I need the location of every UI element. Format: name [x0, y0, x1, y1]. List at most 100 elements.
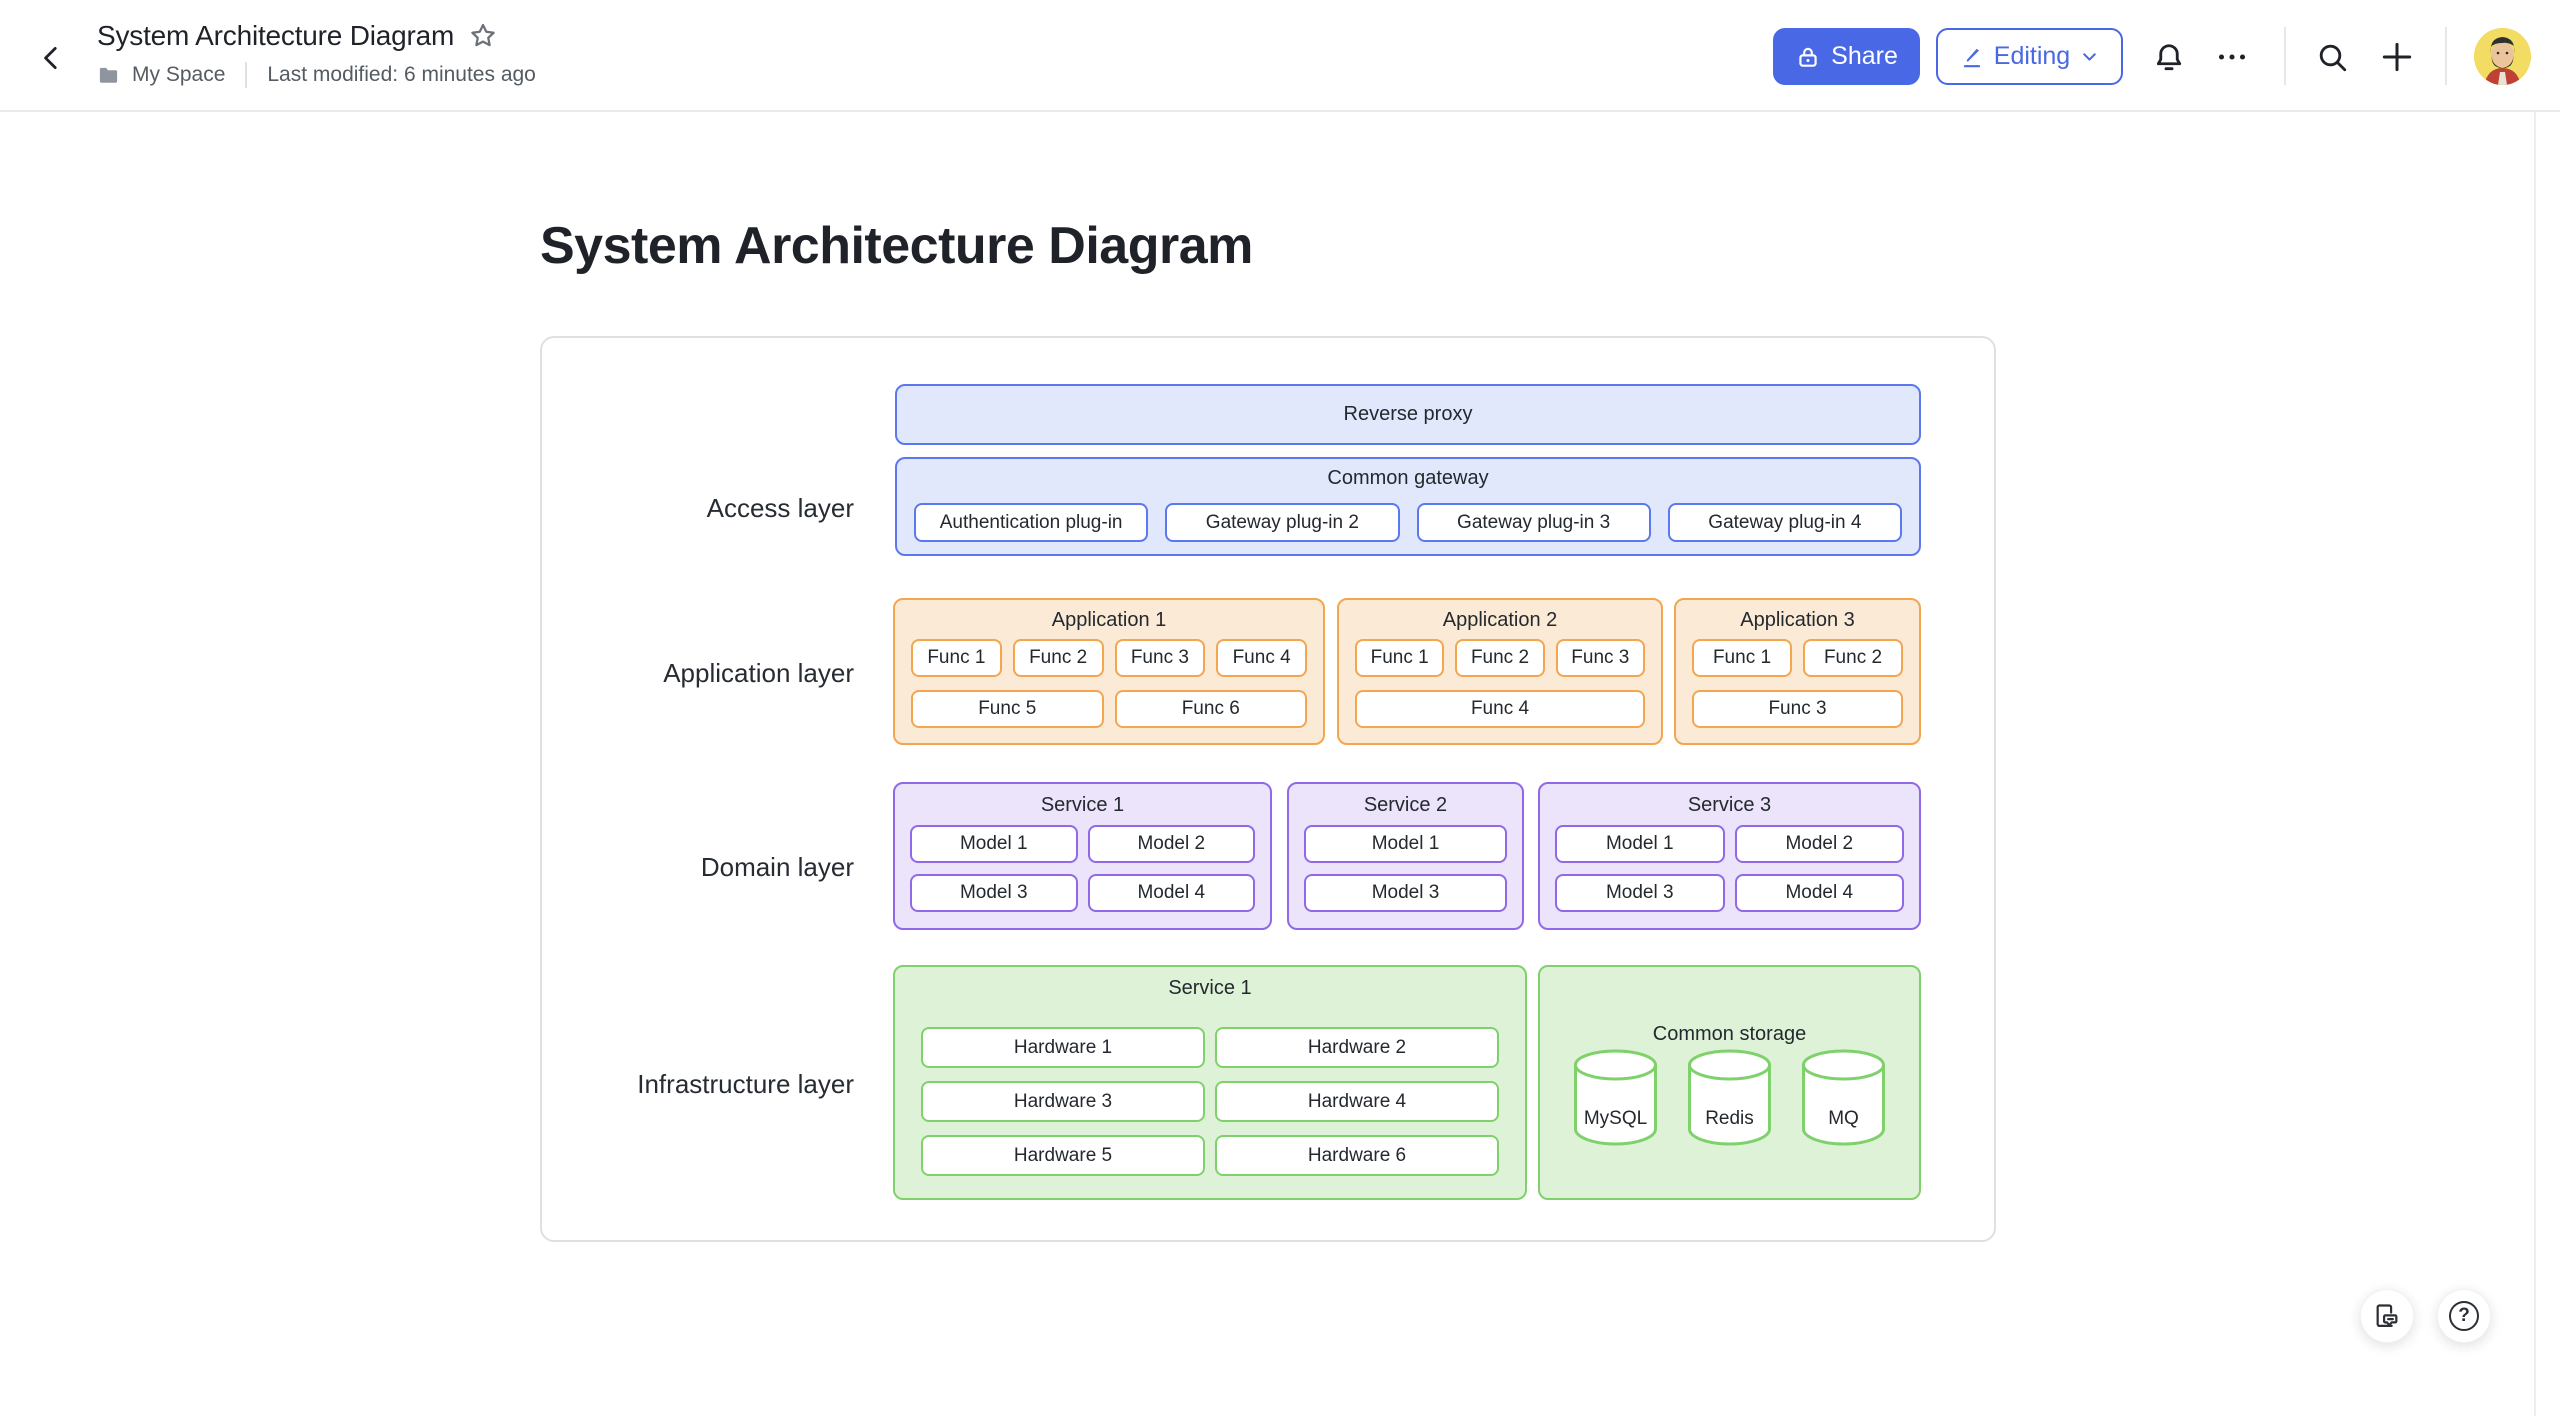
layer-label-domain: Domain layer [700, 852, 854, 882]
application-2-group: Application 2 Func 1 Func 2 Func 3 Func … [1337, 598, 1663, 745]
star-icon[interactable] [468, 21, 498, 51]
group-title: Service 2 [1363, 794, 1448, 816]
model-node: Model 2 [1087, 825, 1255, 863]
doc-title: System Architecture Diagram [97, 20, 455, 51]
cylinder-icon [1802, 1049, 1885, 1146]
func-node: Func 2 [1803, 639, 1903, 677]
more-ellipsis-icon [2218, 54, 2246, 60]
application-1-group: Application 1 Func 1 Func 2 Func 3 Func … [893, 598, 1325, 745]
right-edge-divider [2534, 112, 2536, 1416]
editing-mode-button[interactable]: Editing [1936, 28, 2123, 85]
editing-label: Editing [1993, 42, 2071, 70]
notifications-button[interactable] [2145, 33, 2193, 81]
group-title: Application 1 [1051, 609, 1167, 631]
common-gateway-group: Common gateway Authentication plug-in Ga… [895, 457, 1921, 556]
plus-icon [2382, 42, 2412, 72]
gateway-plugin-node: Gateway plug-in 3 [1416, 503, 1651, 542]
search-icon [2319, 44, 2347, 72]
share-button[interactable]: Share [1773, 28, 1920, 85]
model-node: Model 1 [1304, 825, 1507, 863]
service-2-group: Service 2 Model 1 Model 3 [1287, 782, 1524, 930]
hardware-node: Hardware 2 [1215, 1027, 1499, 1068]
pencil-icon [1963, 48, 1980, 67]
chevron-down-icon [2083, 53, 2097, 61]
layer-label-application: Application layer [663, 658, 854, 688]
architecture-diagram-canvas[interactable]: Access layer Application layer Domain la… [540, 336, 1996, 1242]
more-button[interactable] [2208, 33, 2256, 81]
new-doc-button[interactable] [2373, 33, 2421, 81]
func-node: Func 4 [1355, 690, 1645, 728]
share-label: Share [1831, 42, 1898, 70]
space-link[interactable]: My Space [132, 63, 226, 86]
group-title: Service 1 [1168, 977, 1252, 999]
group-title: Application 2 [1442, 609, 1558, 631]
infra-service-group: Service 1 Hardware 1 Hardware 2 Hardware… [893, 965, 1527, 1200]
common-storage-group: Common storage MySQL Redis MQ [1538, 965, 1921, 1200]
search-button[interactable] [2308, 33, 2356, 81]
database-cylinder-redis: Redis [1687, 1049, 1772, 1148]
cylinder-icon [1688, 1049, 1771, 1146]
func-node: Func 3 [1555, 639, 1645, 677]
hardware-node: Hardware 5 [921, 1135, 1205, 1176]
application-3-group: Application 3 Func 1 Func 2 Func 3 [1674, 598, 1921, 745]
func-node: Func 6 [1114, 690, 1307, 728]
gateway-plugin-node: Gateway plug-in 4 [1667, 503, 1902, 542]
breadcrumb: My Space Last modified: 6 minutes ago [97, 62, 536, 88]
database-label: MQ [1828, 1108, 1859, 1129]
group-title: Common storage [1652, 1023, 1807, 1045]
reverse-proxy-node: Reverse proxy [895, 384, 1921, 445]
func-node: Func 2 [1455, 639, 1545, 677]
bell-icon [2156, 44, 2182, 71]
layer-label-infrastructure: Infrastructure layer [637, 1069, 854, 1099]
group-title: Application 3 [1740, 609, 1855, 631]
func-node: Func 3 [1114, 639, 1206, 677]
model-node: Model 2 [1734, 825, 1904, 863]
hardware-node: Hardware 1 [921, 1027, 1205, 1068]
toolbar-divider [2284, 27, 2286, 85]
folder-icon [99, 67, 118, 83]
help-icon: ? [2449, 1301, 2479, 1331]
func-node: Func 3 [1692, 690, 1903, 728]
model-node: Model 1 [910, 825, 1078, 863]
gateway-plugin-node: Gateway plug-in 2 [1165, 503, 1400, 542]
model-node: Model 4 [1087, 874, 1255, 912]
service-1-group: Service 1 Model 1 Model 2 Model 3 Model … [893, 782, 1272, 930]
database-cylinder-mq: MQ [1801, 1049, 1886, 1148]
page-title: System Architecture Diagram [540, 217, 1253, 275]
toolbar-divider [2445, 27, 2447, 85]
gateway-plugin-node: Authentication plug-in [914, 503, 1149, 542]
database-label: MySQL [1583, 1108, 1648, 1129]
group-title: Common gateway [1327, 467, 1489, 489]
back-chevron-icon [44, 46, 57, 70]
lock-icon [1799, 47, 1817, 67]
topbar: System Architecture Diagram My Space Las… [0, 0, 2560, 112]
hardware-node: Hardware 4 [1215, 1081, 1499, 1122]
hardware-node: Hardware 6 [1215, 1135, 1499, 1176]
back-button[interactable] [28, 34, 76, 82]
doc-comment-icon [2376, 1304, 2398, 1328]
service-3-group: Service 3 Model 1 Model 2 Model 3 Model … [1538, 782, 1921, 930]
func-node: Func 5 [911, 690, 1104, 728]
model-node: Model 1 [1555, 825, 1725, 863]
layer-label-access: Access layer [706, 493, 854, 523]
comments-panel-button[interactable] [2360, 1289, 2414, 1343]
meta-divider [245, 62, 248, 88]
avatar[interactable] [2474, 28, 2531, 85]
func-node: Func 1 [1692, 639, 1792, 677]
database-cylinder-mysql: MySQL [1573, 1049, 1658, 1148]
func-node: Func 4 [1216, 639, 1307, 677]
database-label: Redis [1705, 1108, 1754, 1129]
model-node: Model 4 [1734, 874, 1904, 912]
help-button[interactable]: ? [2437, 1289, 2491, 1343]
cylinder-icon [1574, 1049, 1657, 1146]
model-node: Model 3 [910, 874, 1078, 912]
group-title: Service 1 [1040, 794, 1125, 816]
model-node: Model 3 [1304, 874, 1507, 912]
func-node: Func 2 [1012, 639, 1104, 677]
hardware-node: Hardware 3 [921, 1081, 1205, 1122]
last-modified: Last modified: 6 minutes ago [267, 63, 536, 86]
func-node: Func 1 [911, 639, 1002, 677]
func-node: Func 1 [1355, 639, 1445, 677]
model-node: Model 3 [1555, 874, 1725, 912]
group-title: Service 3 [1687, 794, 1772, 816]
